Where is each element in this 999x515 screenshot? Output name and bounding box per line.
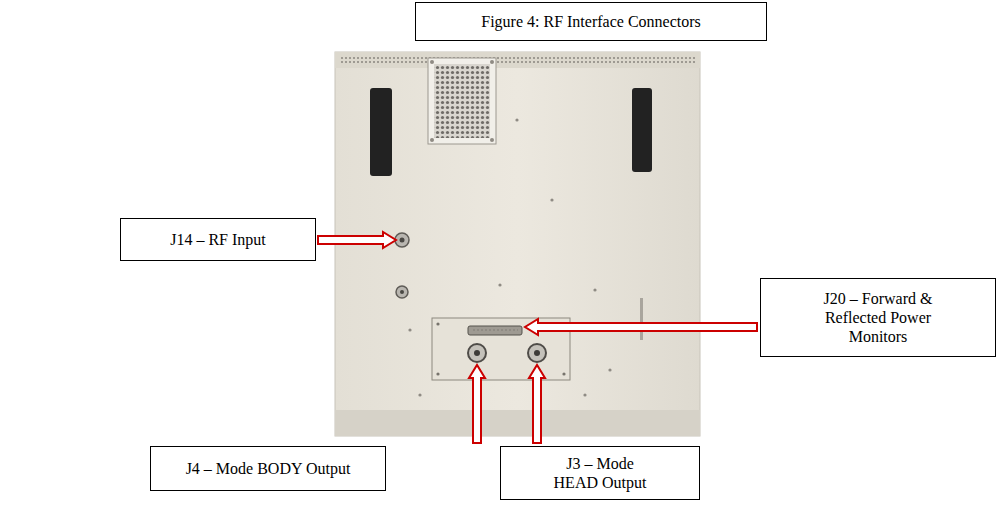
vent-grille [434, 64, 490, 138]
connector-pin [400, 290, 404, 294]
left-handle [370, 88, 392, 176]
perforated-strip [340, 56, 695, 64]
screw [408, 328, 411, 331]
title-box: Figure 4: RF Interface Connectors [415, 2, 767, 41]
screw [550, 198, 553, 201]
screw [583, 393, 586, 396]
screw [562, 372, 565, 375]
callout-box: J3 – Mode HEAD Output [500, 446, 700, 500]
screw [436, 322, 439, 325]
screw [498, 283, 501, 286]
screw [593, 288, 596, 291]
connector-label: J14 – RF Input [170, 230, 266, 249]
connector-label: J4 – Mode BODY Output [186, 459, 351, 478]
dsub-pins [472, 329, 518, 332]
top-rail [335, 52, 700, 68]
connector-label: J20 – Forward & Reflected Power Monitors [808, 289, 948, 346]
screw [430, 138, 434, 142]
pointer-arrow [469, 365, 485, 443]
pointer-arrow [525, 319, 757, 335]
rack-base [335, 410, 700, 436]
screw [418, 393, 421, 396]
pointer-arrow [318, 232, 396, 248]
screw [430, 60, 434, 64]
vent-frame [428, 58, 496, 144]
screw [490, 60, 494, 64]
connector-label: J3 – Mode HEAD Output [547, 454, 653, 492]
screw [608, 368, 611, 371]
aux-connector [396, 286, 408, 298]
connector-pin [534, 350, 540, 356]
connector-pin [400, 238, 405, 243]
head-output-connector [528, 344, 546, 362]
monitor-dsub [468, 326, 522, 335]
pointer-arrow [529, 365, 545, 443]
screw [436, 372, 439, 375]
right-handle [632, 88, 652, 172]
figure-title: Figure 4: RF Interface Connectors [481, 12, 701, 31]
screw [515, 118, 518, 121]
callout-box: J4 – Mode BODY Output [150, 446, 386, 491]
body-output-connector [468, 344, 486, 362]
side-slot [640, 298, 643, 340]
callout-box: J14 – RF Input [120, 218, 316, 261]
callout-box: J20 – Forward & Reflected Power Monitors [760, 278, 996, 357]
connector-pin [474, 350, 480, 356]
screw [490, 138, 494, 142]
